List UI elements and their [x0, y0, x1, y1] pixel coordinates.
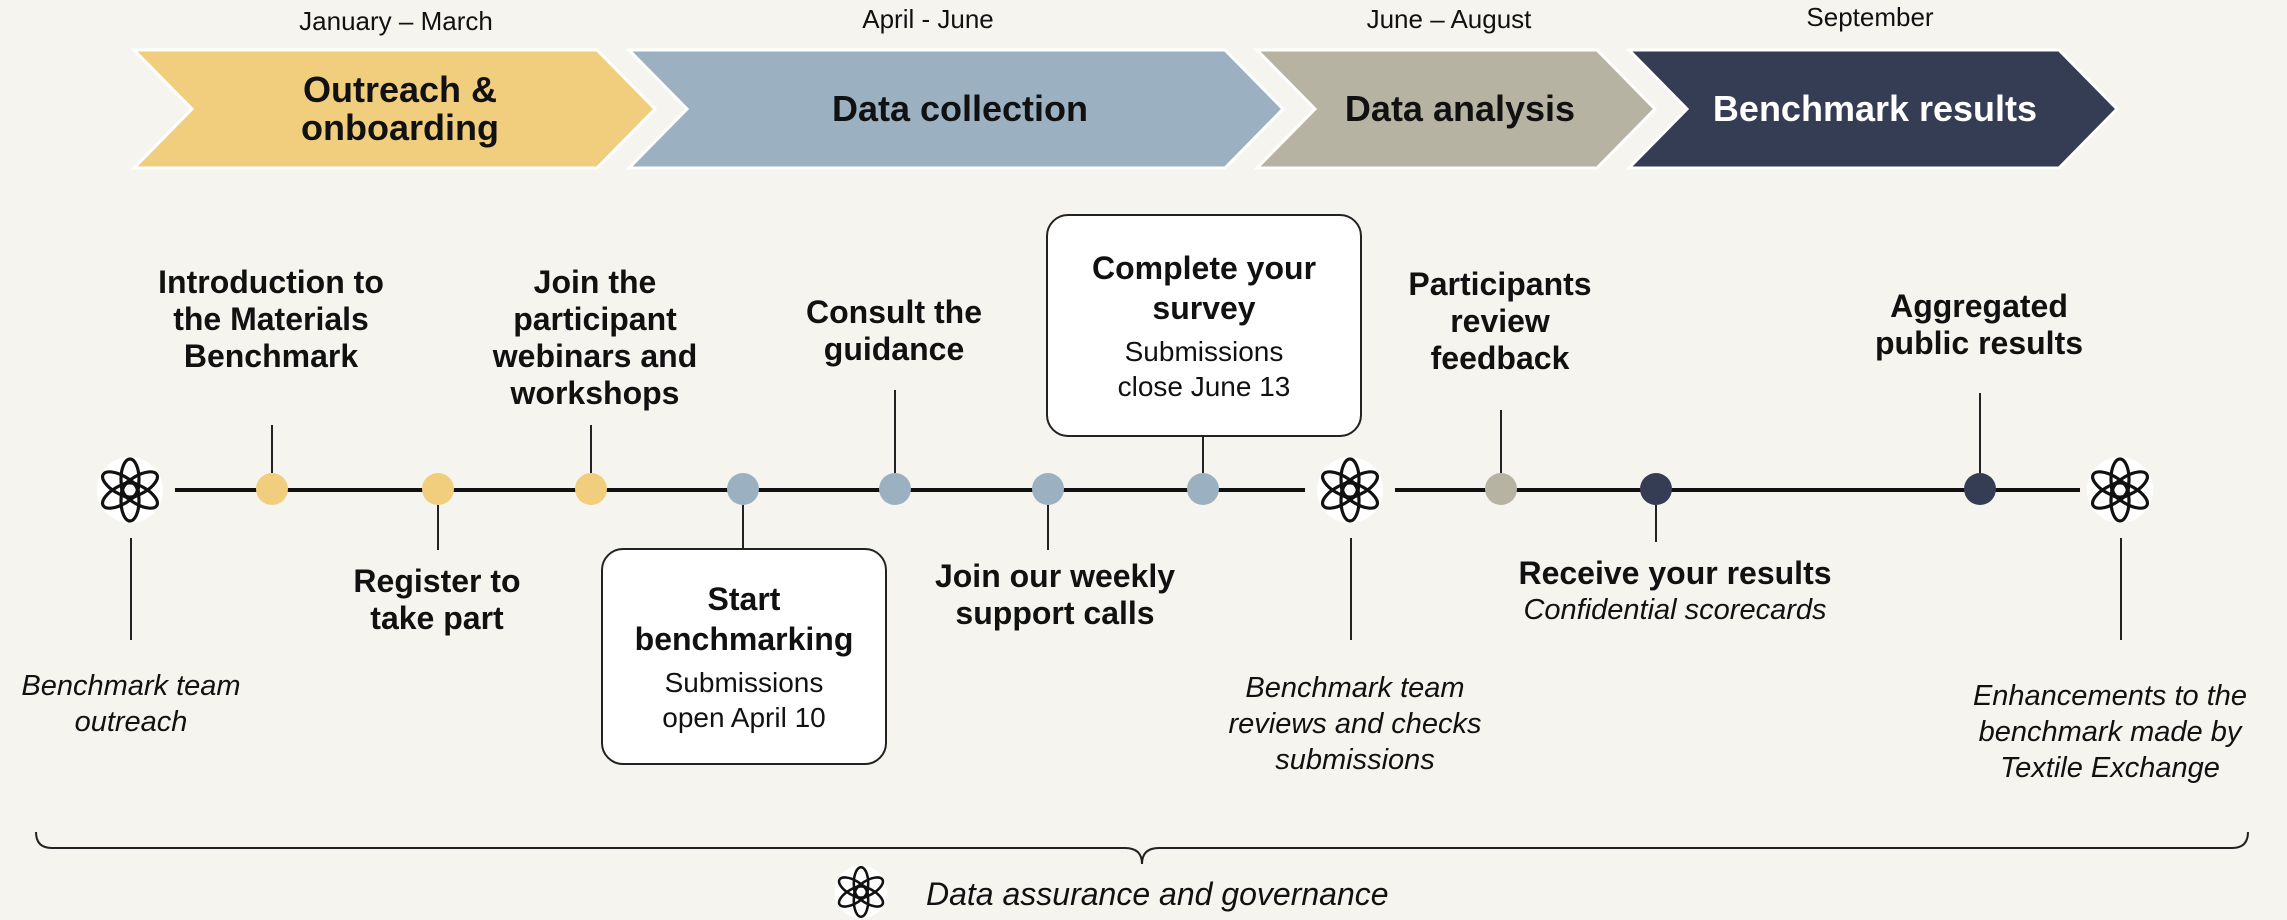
period-jun-aug: June – August	[1366, 4, 1532, 34]
period-apr-jun: April - June	[862, 4, 994, 34]
phase-arrows	[130, 48, 2120, 170]
connector-review	[1500, 410, 1502, 473]
connector-team-reviews	[1350, 538, 1352, 640]
milestone-review: Participants review feedback	[1408, 266, 1592, 376]
timeline-dot-support	[1032, 473, 1064, 505]
phase-arrow-data-collection	[625, 48, 1286, 170]
connector-intro	[271, 425, 273, 473]
timeline-dot-receive	[1640, 473, 1672, 505]
timeline-dot-register	[422, 473, 454, 505]
timeline-dot-guidance	[879, 473, 911, 505]
knot-logo-icon	[833, 864, 889, 920]
phase-arrow-data-analysis	[1253, 48, 1658, 170]
team-note-reviews: Benchmark team reviews and checks submis…	[1228, 672, 1482, 776]
milestone-webinars: Join the participant webinars and worksh…	[492, 264, 698, 411]
timeline-dot-survey	[1187, 473, 1219, 505]
receive-subtitle: Confidential scorecards	[1523, 594, 1827, 626]
period-september: September	[1806, 2, 1934, 32]
milestone-register: Register to take part	[353, 563, 521, 636]
connector-receive	[1655, 505, 1657, 542]
timeline-dot-review	[1485, 473, 1517, 505]
phase-outreach-line1: Outreach &	[302, 69, 498, 110]
milestone-receive: Receive your results Confidential scorec…	[1480, 554, 1870, 628]
start-subtitle: Submissions open April 10	[662, 666, 826, 733]
milestone-guidance: Consult the guidance	[806, 294, 982, 367]
connector-register	[437, 505, 439, 550]
milestone-support: Join our weekly support calls	[934, 558, 1176, 631]
governance-brace	[35, 831, 2249, 865]
timeline-dot-start	[727, 473, 759, 505]
phase-outreach-label: Outreach &onboarding	[190, 60, 610, 158]
timeline-dot-aggregated	[1964, 473, 1996, 505]
receive-title: Receive your results	[1518, 555, 1832, 591]
milestone-intro: Introduction to the Materials Benchmark	[158, 264, 384, 374]
team-note-outreach: Benchmark team outreach	[21, 670, 241, 738]
phase-outreach-line2: onboarding	[301, 107, 499, 148]
connector-support	[1047, 505, 1049, 550]
knot-logo-icon	[95, 455, 165, 525]
start-benchmarking-box: Start benchmarking Submissions open Apri…	[601, 548, 887, 765]
governance-label: Data assurance and governance	[926, 876, 1389, 912]
timeline-line-segment-2	[1395, 488, 2080, 492]
connector-webinars	[590, 425, 592, 473]
connector-guidance	[894, 390, 896, 473]
timeline-dot-webinars	[575, 473, 607, 505]
team-note-enhancements: Enhancements to the benchmark made by Te…	[1972, 680, 2248, 784]
phase-benchmark-results-label: Benchmark results	[1712, 88, 2038, 129]
connector-team-enhancements	[2120, 538, 2122, 640]
phase-data-analysis-label: Data analysis	[1344, 88, 1576, 129]
connector-aggregated	[1979, 393, 1981, 473]
period-jan-mar: January – March	[299, 6, 493, 36]
knot-logo-icon	[1315, 455, 1385, 525]
survey-subtitle: Submissions close June 13	[1117, 335, 1291, 402]
connector-survey	[1202, 435, 1204, 473]
survey-box: Complete your survey Submissions close J…	[1046, 214, 1362, 437]
milestone-aggregated: Aggregated public results	[1874, 288, 2084, 361]
connector-start	[742, 505, 744, 549]
phase-arrow-outreach	[130, 48, 658, 170]
phase-data-collection-label: Data collection	[831, 88, 1089, 129]
phase-arrow-benchmark-results	[1625, 48, 2120, 170]
survey-title: Complete your survey	[1091, 249, 1317, 326]
timeline-dot-intro	[256, 473, 288, 505]
knot-logo-icon	[2085, 455, 2155, 525]
connector-team-outreach	[130, 538, 132, 640]
start-title: Start benchmarking	[634, 580, 854, 657]
